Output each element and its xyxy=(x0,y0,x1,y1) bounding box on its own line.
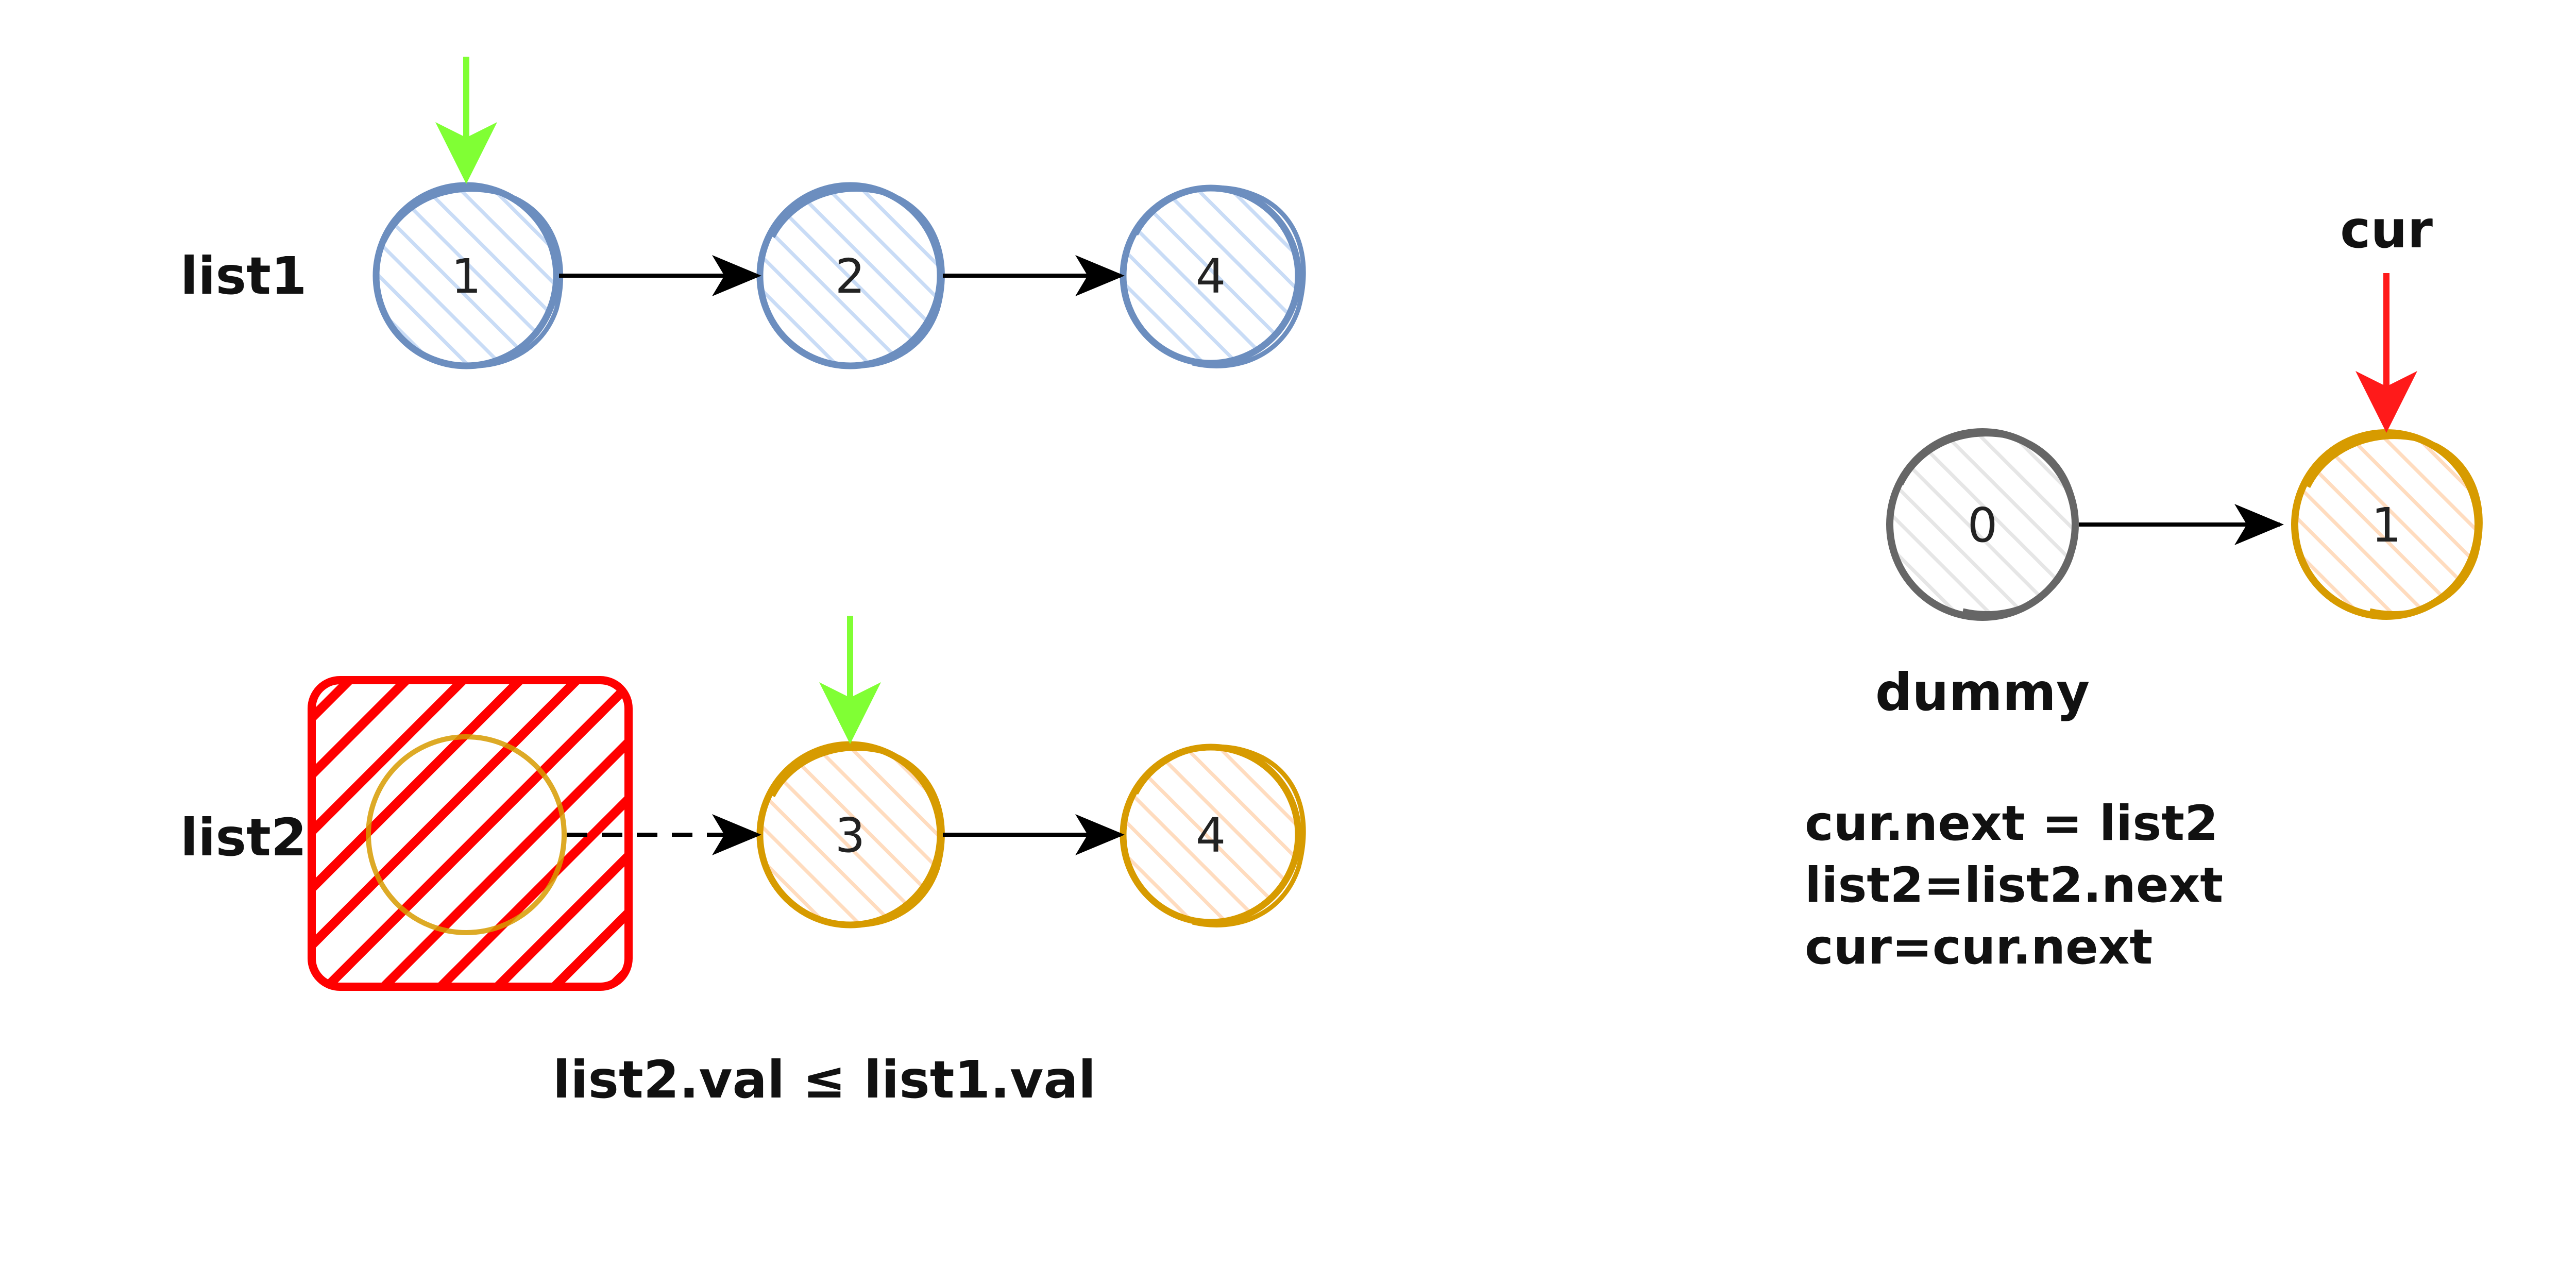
list1-label: list1 xyxy=(180,246,307,306)
list2-label: list2 xyxy=(180,807,307,868)
dummy-label: dummy xyxy=(1875,662,2090,722)
condition-caption: list2.val ≤ list1.val xyxy=(553,1050,1096,1110)
list2-node-3: 4 xyxy=(1120,744,1306,927)
code-line-2: list2=list2.next xyxy=(1805,857,2223,914)
result-node-1: 1 xyxy=(2291,429,2483,620)
list2-node-2: 3 xyxy=(756,741,945,929)
code-line-1: cur.next = list2 xyxy=(1805,796,2218,852)
list2-node-1-removed: 1 xyxy=(308,676,633,991)
dummy-node-value: 0 xyxy=(1968,498,1998,553)
removed-node-cross-hatch xyxy=(308,676,633,991)
list1-node-1: 1 xyxy=(372,182,564,369)
list2-node-3-value: 4 xyxy=(1196,808,1226,863)
code-line-3: cur=cur.next xyxy=(1805,919,2153,975)
list2-node-2-value: 3 xyxy=(835,808,866,863)
list1-node-2-value: 2 xyxy=(835,249,866,304)
list1-node-2: 2 xyxy=(756,182,945,369)
list1-node-3-value: 4 xyxy=(1196,249,1226,304)
dummy-node: 0 xyxy=(1886,428,2079,621)
cur-label: cur xyxy=(2340,199,2433,260)
list1-node-1-value: 1 xyxy=(451,249,482,304)
list1-node-3: 4 xyxy=(1120,184,1306,368)
result-node-1-value: 1 xyxy=(2371,498,2402,553)
